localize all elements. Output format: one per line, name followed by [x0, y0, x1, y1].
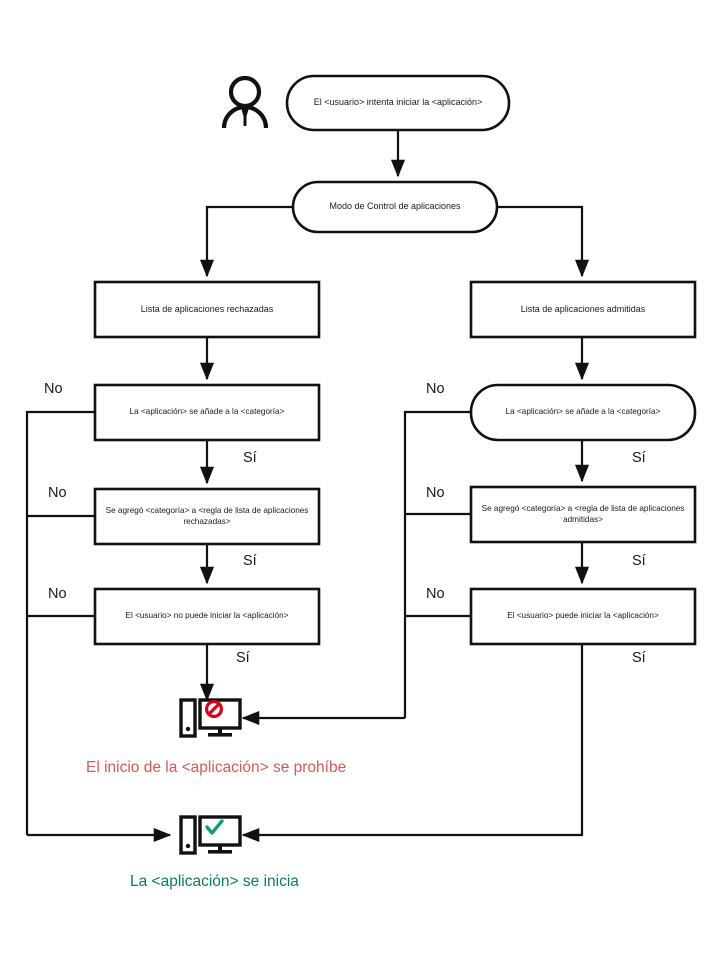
- node-right-list-shape: [469, 280, 697, 339]
- node-right-step1-shape: [469, 383, 697, 442]
- edge-mode-to-right-list: [497, 205, 590, 278]
- computer-approved-icon: [179, 815, 242, 855]
- outcome-denied-caption: El inicio de la <aplicación> se prohíbe: [86, 759, 347, 776]
- edge-left-no-step1: [25, 410, 95, 835]
- edge-label-right-no-2: No: [426, 485, 445, 501]
- edge-label-left-no-3: No: [48, 586, 67, 602]
- edge-mode-to-left-list: [199, 205, 293, 278]
- node-right-step3-shape: [469, 587, 697, 646]
- node-left-step2-shape: [93, 487, 321, 546]
- node-left-step1-shape: [93, 383, 321, 442]
- node-left-list-shape: [93, 280, 321, 339]
- edge-label-left-yes-1: Sí: [243, 450, 257, 466]
- outcome-allowed-caption: La <aplicación> se inicia: [130, 873, 299, 890]
- edge-right-yes-to-allowed: [241, 644, 584, 843]
- edge-label-left-yes-2: Sí: [243, 553, 257, 569]
- node-left-step3-shape: [93, 587, 321, 646]
- edge-label-left-no-1: No: [44, 381, 63, 397]
- edge-label-right-yes-3: Sí: [632, 650, 646, 666]
- edge-label-left-no-2: No: [48, 485, 67, 501]
- user-person-icon: [221, 75, 269, 129]
- edge-label-right-no-3: No: [426, 586, 445, 602]
- node-mode-shape: [291, 180, 499, 234]
- edge-label-right-yes-1: Sí: [632, 450, 646, 466]
- node-start-shape: [285, 74, 511, 132]
- edge-label-left-yes-3: Sí: [236, 650, 250, 666]
- edge-right-no-step1: [403, 410, 471, 718]
- node-right-step2-shape: [469, 485, 697, 544]
- edge-label-right-yes-2: Sí: [632, 553, 646, 569]
- edge-label-right-no-1: No: [426, 381, 445, 397]
- computer-blocked-icon: [179, 698, 242, 738]
